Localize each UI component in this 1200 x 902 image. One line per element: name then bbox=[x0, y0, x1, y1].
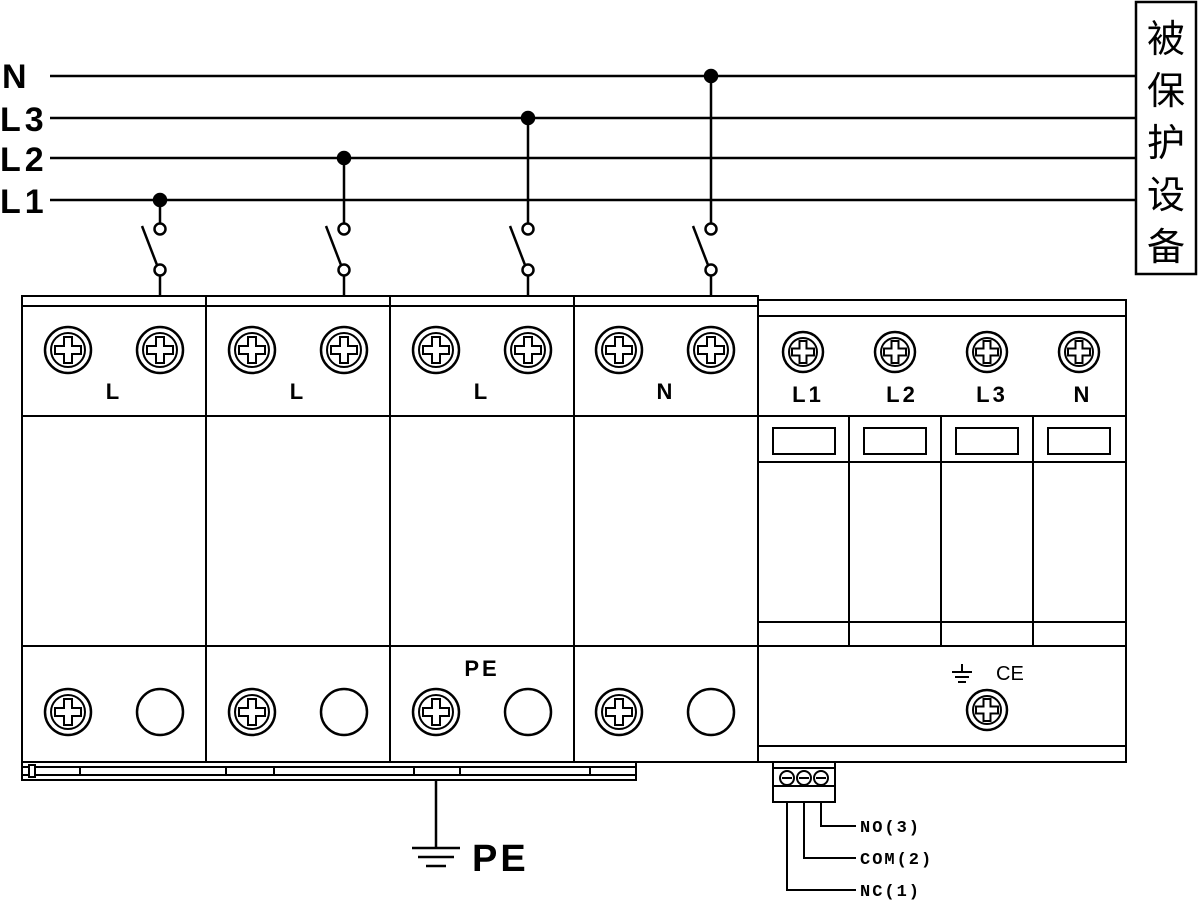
left-module-terminals bbox=[43, 325, 736, 737]
protected-equipment-char-4: 设 bbox=[1147, 173, 1185, 217]
spd-terminal-label-l2: L2 bbox=[886, 382, 918, 407]
terminal-screw[interactable] bbox=[135, 325, 185, 375]
status-window bbox=[1047, 427, 1111, 455]
tap-n bbox=[691, 68, 719, 298]
terminal-screw[interactable] bbox=[43, 325, 93, 375]
terminal-screw[interactable] bbox=[319, 325, 369, 375]
switch-blade-l1 bbox=[140, 225, 159, 266]
earth-icon bbox=[952, 664, 972, 683]
ground-symbol bbox=[412, 780, 460, 868]
ce-mark: CE bbox=[996, 663, 1024, 685]
spd-terminal-label-l3: L3 bbox=[976, 382, 1008, 407]
module-2-label: L bbox=[290, 379, 306, 404]
tap-l1 bbox=[140, 192, 168, 298]
protected-equipment-char-1: 被 bbox=[1147, 17, 1185, 61]
terminal-screw[interactable] bbox=[227, 325, 277, 375]
signal-contact-block bbox=[772, 761, 836, 803]
status-window bbox=[863, 427, 927, 455]
status-window bbox=[955, 427, 1019, 455]
bus-lines bbox=[50, 74, 1136, 202]
module-4-label: N bbox=[657, 379, 676, 404]
bus-label-l2: L2 bbox=[0, 141, 48, 179]
terminal-hole bbox=[686, 687, 736, 737]
bus-label-n: N bbox=[2, 58, 31, 96]
module-1-label: L bbox=[106, 379, 122, 404]
bus-label-l1: L1 bbox=[0, 183, 48, 221]
switch-blade-n bbox=[691, 225, 710, 266]
left-switch-block bbox=[21, 295, 759, 781]
terminal-hole bbox=[135, 687, 185, 737]
terminal-screw[interactable] bbox=[594, 687, 644, 737]
right-spd-block bbox=[757, 299, 1127, 763]
contact-label-no: NO(3) bbox=[860, 819, 921, 838]
spd-terminal-label-l1: L1 bbox=[792, 382, 824, 407]
terminal-screw[interactable] bbox=[781, 330, 825, 374]
terminal-screw[interactable] bbox=[873, 330, 917, 374]
contact-label-com: COM(2) bbox=[860, 851, 933, 870]
ground-pe-label: PE bbox=[472, 838, 529, 880]
switch-blade-l3 bbox=[508, 225, 527, 266]
protected-equipment-char-2: 保 bbox=[1147, 69, 1185, 113]
terminal-screw[interactable] bbox=[411, 687, 461, 737]
terminal-screw[interactable] bbox=[411, 325, 461, 375]
ground-terminal-screw[interactable] bbox=[965, 688, 1009, 732]
protected-equipment-box: 被 保 护 设 备 bbox=[1134, 0, 1198, 276]
protected-equipment-char-3: 护 bbox=[1147, 121, 1185, 165]
terminal-screw[interactable] bbox=[965, 330, 1009, 374]
terminal-screw[interactable] bbox=[503, 325, 553, 375]
contact-label-nc: NC(1) bbox=[860, 883, 921, 902]
terminal-hole bbox=[503, 687, 553, 737]
tap-l3 bbox=[508, 110, 536, 298]
terminal-hole bbox=[319, 687, 369, 737]
terminal-screw[interactable] bbox=[594, 325, 644, 375]
module-3-label: L bbox=[474, 379, 490, 404]
module-3-pe-label: PE bbox=[464, 656, 499, 681]
switch-blade-l2 bbox=[324, 225, 343, 266]
bus-label-l3: L3 bbox=[0, 101, 48, 139]
protected-equipment-char-5: 备 bbox=[1147, 225, 1185, 269]
terminal-screw[interactable] bbox=[227, 687, 277, 737]
signal-leads bbox=[786, 802, 856, 891]
terminal-screw[interactable] bbox=[43, 687, 93, 737]
tap-l2 bbox=[324, 150, 352, 298]
terminal-screw[interactable] bbox=[686, 325, 736, 375]
terminal-screw[interactable] bbox=[1057, 330, 1101, 374]
switch-taps bbox=[140, 68, 719, 298]
status-window bbox=[772, 427, 836, 455]
spd-terminal-label-n: N bbox=[1074, 382, 1093, 407]
